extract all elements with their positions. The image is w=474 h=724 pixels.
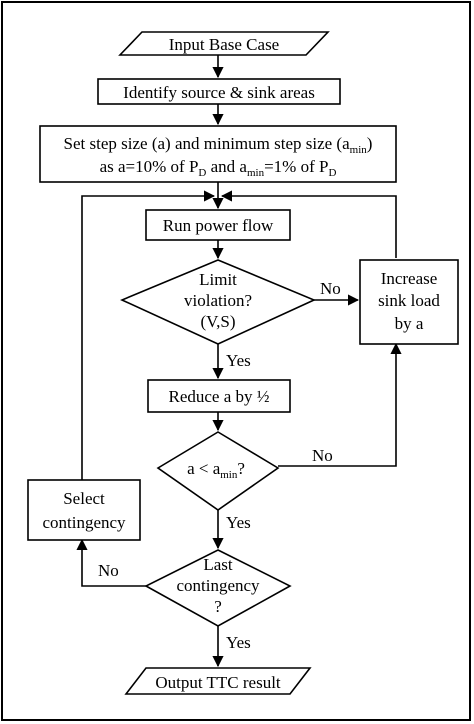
a-less-amin-decision: a < amin? <box>156 431 280 511</box>
limit-violation-line1: Limit <box>199 270 237 289</box>
last-contingency-line1: Last <box>203 555 233 574</box>
select-contingency-node: Select contingency <box>27 479 141 541</box>
input-base-case-label: Input Base Case <box>169 35 279 54</box>
limit-yes-label: Yes <box>226 351 251 370</box>
amin-yes-label: Yes <box>226 513 251 532</box>
increase-sink-load-node: Increase sink load by a <box>359 259 459 345</box>
amin-no-label: No <box>312 446 333 465</box>
output-ttc-node: Output TTC result <box>124 667 312 695</box>
last-yes-label: Yes <box>226 633 251 652</box>
run-power-flow-label: Run power flow <box>163 216 274 235</box>
limit-violation-decision: Limit violation? (V,S) <box>120 259 316 345</box>
input-base-case-node: Input Base Case <box>118 31 330 56</box>
increase-sink-load-line3: by a <box>395 314 424 333</box>
set-step-size-node: Set step size (a) and minimum step size … <box>39 125 397 183</box>
set-step-line2: as a=10% of PD and amin=1% of PD <box>100 157 337 179</box>
identify-areas-node: Identify source & sink areas <box>97 78 341 105</box>
last-contingency-line3: ? <box>214 597 222 616</box>
run-power-flow-node: Run power flow <box>145 209 291 241</box>
a-less-amin-label: a < amin? <box>187 459 245 481</box>
last-no-label: No <box>98 561 119 580</box>
limit-violation-line3: (V,S) <box>200 312 235 331</box>
increase-sink-load-line1: Increase <box>381 269 438 288</box>
output-ttc-label: Output TTC result <box>155 673 281 692</box>
edge-labels: No Yes No Yes No Yes <box>98 279 341 652</box>
last-contingency-line2: contingency <box>176 576 260 595</box>
identify-areas-label: Identify source & sink areas <box>123 83 315 102</box>
select-contingency-line2: contingency <box>42 513 126 532</box>
reduce-a-node: Reduce a by ½ <box>147 379 291 413</box>
connectors <box>76 55 402 668</box>
limit-no-label: No <box>320 279 341 298</box>
set-step-line1: Set step size (a) and minimum step size … <box>64 134 373 156</box>
last-contingency-decision: Last contingency ? <box>144 549 292 627</box>
limit-violation-line2: violation? <box>184 291 252 310</box>
select-contingency-line1: Select <box>63 489 105 508</box>
reduce-a-label: Reduce a by ½ <box>168 387 269 406</box>
increase-sink-load-line2: sink load <box>378 291 440 310</box>
